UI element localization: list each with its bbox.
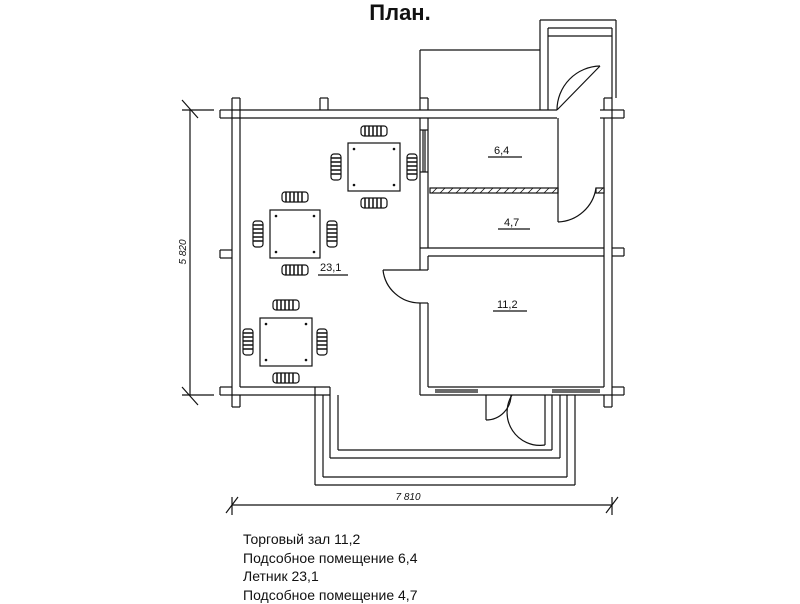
table-group-3	[243, 300, 327, 383]
dimension-height-label: 5 820	[178, 239, 189, 264]
room-label-utility-2: 4,7	[504, 217, 519, 229]
legend-item: Подсобное помещение 4,7	[243, 586, 417, 604]
legend-item: Подсобное помещение 6,4	[243, 549, 417, 568]
legend-item: Летник 23,1	[243, 567, 417, 586]
hall-door	[383, 270, 420, 303]
window-partition	[420, 130, 428, 172]
dimension-width-label: 7 810	[395, 492, 420, 503]
legend-item: Торговый зал 11,2	[243, 530, 417, 549]
room-label-sales-hall: 11,2	[497, 299, 518, 311]
room-label-summer: 23,1	[320, 262, 341, 274]
room-label-utility-1: 6,4	[494, 145, 509, 157]
hatched-partition	[430, 188, 604, 193]
dimension-width	[226, 497, 618, 515]
bottom-double-door	[486, 395, 545, 445]
table-group-1	[331, 126, 417, 208]
partition-walls	[420, 118, 604, 395]
terrace-outline	[315, 387, 575, 485]
area-legend: Торговый зал 11,2 Подсобное помещение 6,…	[243, 530, 417, 604]
bottom-windows	[435, 390, 600, 392]
